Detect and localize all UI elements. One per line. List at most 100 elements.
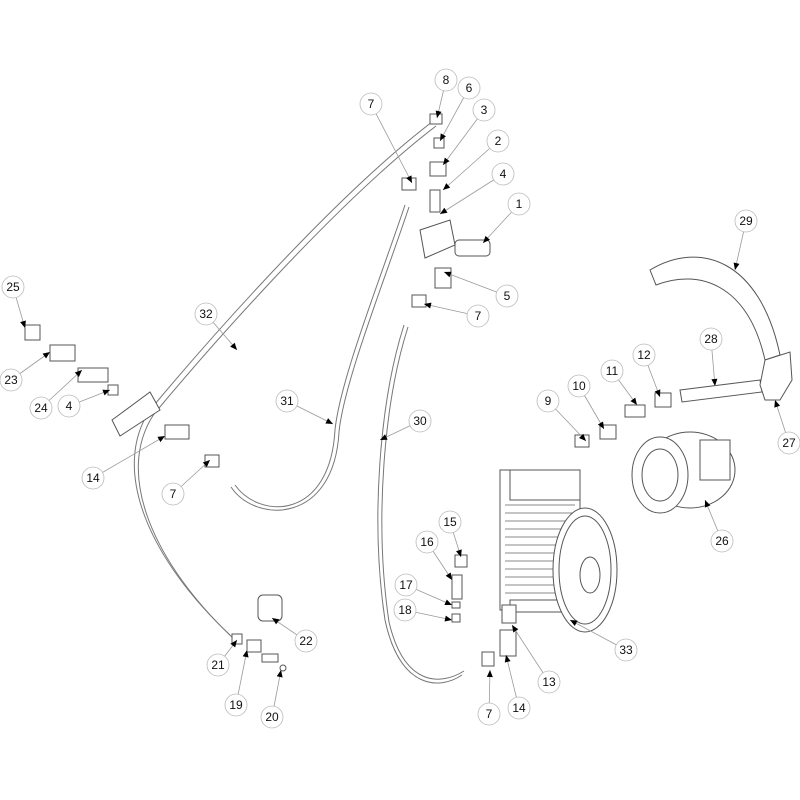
- callout-23: 23: [0, 351, 51, 392]
- hose-31: [234, 204, 406, 508]
- callout-number: 7: [475, 309, 482, 323]
- callout-bubble: [600, 359, 624, 383]
- callout-number: 28: [704, 332, 718, 346]
- callout-bubble: [408, 409, 432, 433]
- callout-bubble: [415, 530, 439, 554]
- arrowhead-icon: [443, 157, 450, 165]
- arrowhead-icon: [704, 500, 711, 508]
- arrowhead-icon: [276, 670, 283, 678]
- callout-bubble: [710, 529, 734, 553]
- callout-number: 4: [500, 167, 507, 181]
- callout-bubble: [477, 702, 501, 726]
- callout-31: 31: [275, 389, 334, 425]
- callout-30: 30: [379, 409, 432, 441]
- callout-2: 2: [442, 129, 510, 191]
- callout-bubble: [0, 368, 23, 392]
- small-fittings: [24, 113, 672, 672]
- callout-27: 27: [774, 399, 800, 455]
- callout-10: 10: [567, 374, 605, 430]
- parts-drawing: [24, 113, 793, 684]
- arrowhead-icon: [443, 183, 451, 190]
- callout-14: 14: [81, 435, 166, 490]
- callout-12: 12: [632, 343, 661, 398]
- callout-bubble: [699, 327, 723, 351]
- callout-number: 21: [211, 658, 225, 672]
- callout-bubble: [275, 389, 299, 413]
- callout-26: 26: [704, 499, 734, 553]
- arrowhead-icon: [380, 434, 388, 440]
- callout-bubble: [734, 209, 758, 233]
- callout-number: 29: [739, 214, 753, 228]
- callout-number: 26: [715, 534, 729, 548]
- callout-bubble: [537, 670, 561, 694]
- callout-number: 14: [512, 701, 526, 715]
- arrowhead-icon: [325, 418, 333, 424]
- callout-number: 22: [299, 634, 313, 648]
- arrowhead-icon: [570, 620, 578, 626]
- callout-6: 6: [439, 76, 481, 142]
- callout-32: 32: [194, 302, 238, 351]
- callout-number: 18: [398, 603, 412, 617]
- air-filter-26: [631, 431, 736, 514]
- arrowhead-icon: [445, 572, 452, 580]
- callout-number: 23: [4, 373, 18, 387]
- hose-32-inner: [137, 125, 437, 640]
- hose-30: [377, 324, 463, 684]
- callout-25: 25: [1, 275, 26, 329]
- callout-number: 2: [495, 134, 502, 148]
- callout-7: 7: [423, 302, 490, 328]
- callout-bubble: [567, 374, 591, 398]
- callout-bubble: [393, 598, 417, 622]
- arrowhead-icon: [456, 549, 462, 557]
- callout-11: 11: [600, 359, 638, 406]
- callout-bubble: [294, 629, 318, 653]
- callout-number: 7: [170, 487, 177, 501]
- callout-number: 15: [443, 515, 457, 529]
- callout-bubble: [536, 389, 560, 413]
- arrowhead-icon: [42, 352, 50, 359]
- arrowhead-icon: [272, 618, 280, 625]
- arrowhead-icon: [711, 378, 718, 386]
- callout-number: 6: [466, 81, 473, 95]
- arrowhead-icon: [424, 302, 432, 309]
- callout-number: 17: [399, 578, 413, 592]
- callout-16: 16: [415, 530, 453, 581]
- callout-number: 9: [545, 394, 552, 408]
- hose-28: [679, 379, 763, 403]
- callout-number: 4: [66, 399, 73, 413]
- callout-number: 11: [606, 364, 619, 378]
- callout-number: 33: [619, 643, 633, 657]
- arrowhead-icon: [486, 670, 493, 678]
- arrowhead-icon: [102, 389, 110, 396]
- callout-number: 7: [486, 707, 493, 721]
- arrowhead-icon: [230, 640, 237, 648]
- arrowhead-icon: [242, 650, 249, 658]
- callout-number: 14: [86, 471, 100, 485]
- callout-bubble: [394, 573, 418, 597]
- callout-number: 24: [34, 401, 48, 415]
- callout-number: 31: [280, 394, 294, 408]
- callout-22: 22: [271, 617, 318, 653]
- hose-31-inner: [230, 206, 410, 511]
- callout-number: 13: [542, 675, 556, 689]
- arrowhead-icon: [774, 400, 781, 408]
- callout-5: 5: [443, 271, 519, 308]
- arrowhead-icon: [444, 599, 452, 605]
- arrowhead-icon: [597, 421, 604, 429]
- callout-bubble: [632, 343, 656, 367]
- leader-line: [442, 109, 485, 166]
- arrowhead-icon: [512, 625, 519, 633]
- arrowhead-icon: [440, 133, 446, 141]
- callout-bubble: [495, 284, 519, 308]
- callout-bubble: [777, 431, 800, 455]
- callout-bubble: [491, 162, 515, 186]
- callout-1: 1: [482, 192, 531, 244]
- hose-30-inner: [381, 326, 465, 680]
- callout-9: 9: [536, 389, 587, 442]
- callout-bubble: [507, 192, 531, 216]
- flywheel-33: [552, 507, 618, 633]
- callout-bubble: [434, 68, 458, 92]
- callout-number: 3: [481, 103, 488, 117]
- elbow-27: [759, 351, 793, 401]
